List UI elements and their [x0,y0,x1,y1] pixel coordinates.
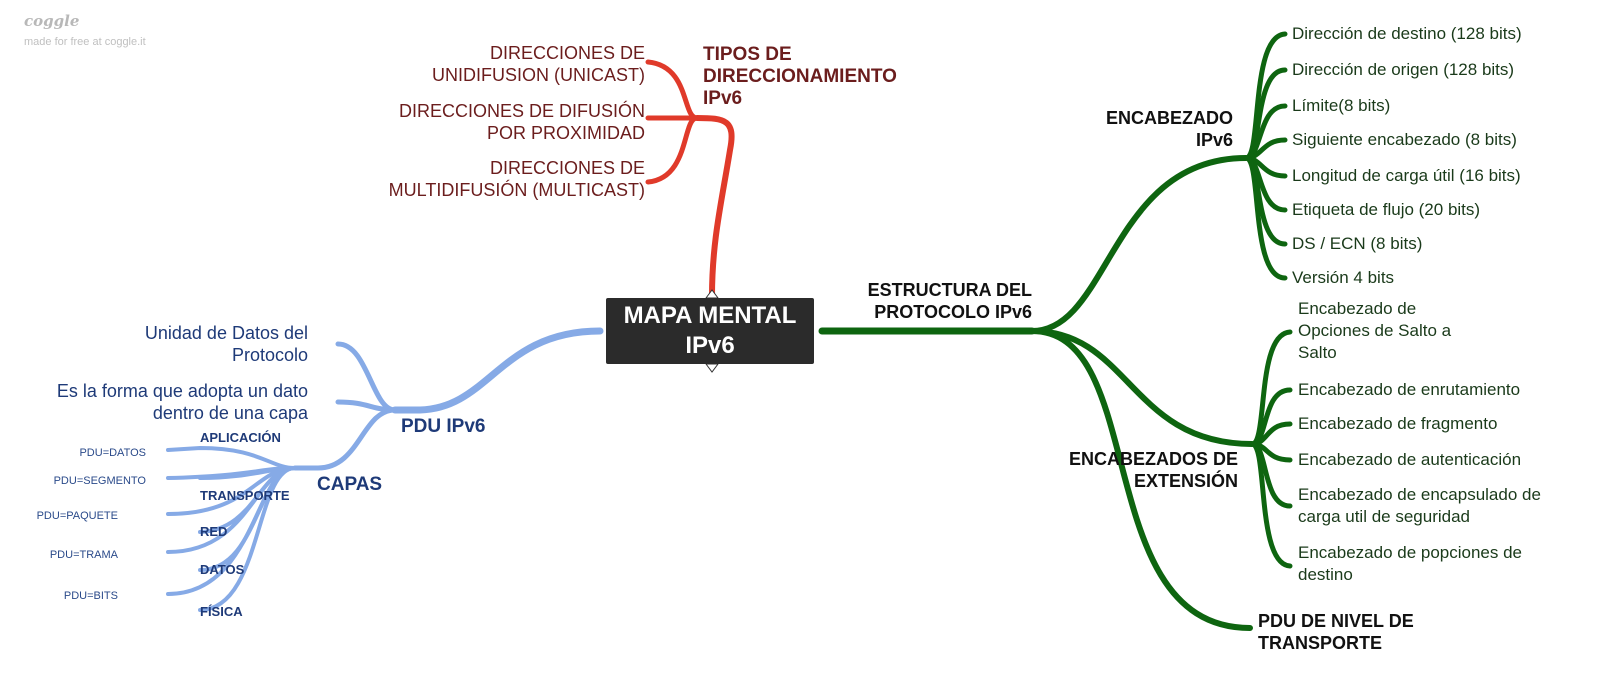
branch-capas [292,407,398,471]
coggle-tagline[interactable]: made for free at coggle.it [24,36,146,48]
branch-extension [1029,328,1255,447]
encabezado-item[interactable]: Dirección de destino (128 bits) [1292,24,1522,43]
tipos-item-multicast[interactable]: DIRECCIONES DE MULTIDIFUSIÓN (MULTICAST) [388,158,645,200]
encabezado-leaf-branches [1243,31,1288,281]
encabezado-item[interactable]: Versión 4 bits [1292,268,1395,287]
capas-branches [166,445,297,612]
encabezado-item[interactable]: Siguiente encabezado (8 bits) [1292,130,1517,149]
capa-pdu[interactable]: PDU=TRAMA [49,549,118,561]
encabezado-title[interactable]: ENCABEZADO IPv6 [1105,108,1233,150]
pdu-item[interactable]: Unidad de Datos del Protocolo [144,323,308,365]
capa-layer[interactable]: APLICACIÓN [200,430,281,445]
capas-title[interactable]: CAPAS [317,474,383,495]
capa-pdu[interactable]: PDU=SEGMENTO [53,475,146,487]
tipos-item-anycast[interactable]: DIRECCIONES DE DIFUSIÓN POR PROXIMIDAD [398,101,645,143]
extension-item[interactable]: Encabezado de enrutamiento [1298,380,1521,399]
capa-layer[interactable]: TRANSPORTE [200,488,290,503]
estructura-title[interactable]: ESTRUCTURA DEL PROTOCOLO IPv6 [867,280,1032,322]
encabezado-item[interactable]: DS / ECN (8 bits) [1292,234,1423,253]
coggle-logo[interactable]: coggle [24,12,80,30]
encabezado-item[interactable]: Etiqueta de flujo (20 bits) [1292,200,1481,219]
branch-pdu-transporte [1029,328,1253,631]
center-bottom-marker [705,363,719,373]
branch-tipos-unicast [645,59,700,121]
extension-title[interactable]: ENCABEZADOS DE EXTENSIÓN [1068,449,1238,491]
extension-item[interactable]: Encabezado de encapsulado de carga util … [1298,485,1541,526]
center-title: MAPA MENTAL IPv6 [623,302,797,359]
tipos-item-unicast[interactable]: DIRECCIONES DE UNIDIFUSION (UNICAST) [432,43,645,85]
pdu-title[interactable]: PDU IPv6 [401,416,486,437]
extension-item[interactable]: Encabezado de popciones de destino [1298,543,1523,584]
branch-encabezado [1029,155,1249,334]
tipos-title[interactable]: TIPOS DE DIRECCIONAMIENTO IPv6 [703,44,897,109]
extension-item[interactable]: Encabezado de fragmento [1298,414,1498,433]
pdu-item[interactable]: Es la forma que adopta un dato dentro de… [56,381,308,423]
capa-pdu[interactable]: PDU=BITS [63,590,118,602]
center-top-marker [705,289,719,299]
capa-layer[interactable]: RED [200,524,228,539]
extension-leaf-branches [1249,329,1293,569]
encabezado-item[interactable]: Límite(8 bits) [1292,96,1391,115]
capa-pdu[interactable]: PDU=DATOS [79,447,146,459]
capa-layer[interactable]: DATOS [200,562,245,577]
extension-item[interactable]: Encabezado de autenticación [1298,450,1522,469]
branch-tipos-multicast [645,115,700,185]
encabezado-item[interactable]: Longitud de carga útil (16 bits) [1292,166,1521,185]
center-node[interactable]: MAPA MENTAL IPv6 [606,298,814,364]
pdu-transporte-node[interactable]: PDU DE NIVEL DE TRANSPORTE [1258,611,1414,653]
branch-tipos [694,115,735,299]
branch-pdu [391,327,604,414]
capa-layer[interactable]: FÍSICA [200,604,243,619]
capa-pdu[interactable]: PDU=PAQUETE [36,510,118,522]
encabezado-item[interactable]: Dirección de origen (128 bits) [1292,60,1515,79]
extension-item[interactable]: Encabezado de Opciones de Salto a Salto [1298,299,1452,362]
